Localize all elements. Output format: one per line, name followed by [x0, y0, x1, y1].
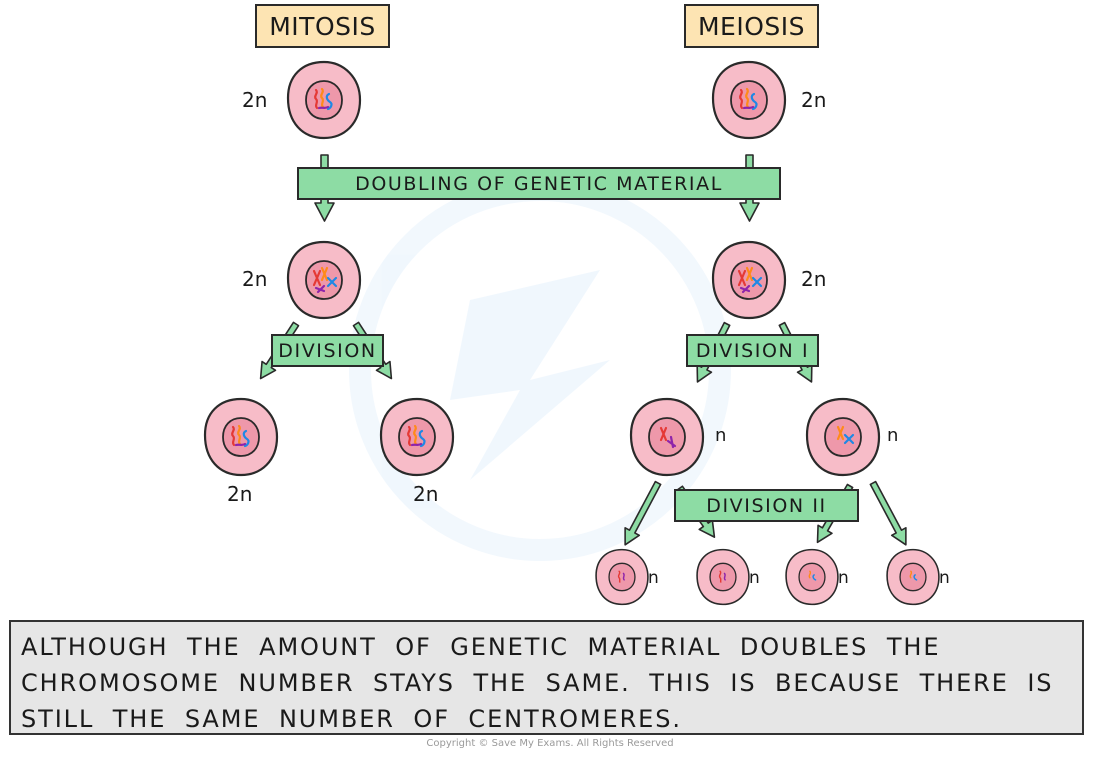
- arrow-down-left-icon: [624, 480, 662, 546]
- ploidy-label: 2n: [227, 482, 252, 506]
- step-mitosis-division: DIVISION: [271, 334, 384, 367]
- cell-meiosis-gamete-1: [595, 548, 649, 606]
- cell-mitosis-daughter-1: [203, 397, 279, 477]
- step-meiosis-division-1: DIVISION I: [686, 334, 819, 367]
- cell-meiosis-gamete-2: [696, 548, 750, 606]
- arrow-down-right-icon: [869, 480, 907, 546]
- ploidy-label: n: [749, 568, 760, 588]
- ploidy-label: n: [648, 568, 659, 588]
- ploidy-label: 2n: [801, 267, 826, 291]
- ploidy-label: 2n: [242, 88, 267, 112]
- ploidy-label: 2n: [242, 267, 267, 291]
- cell-meiosis-gamete-4: [886, 548, 940, 606]
- ploidy-label: n: [887, 425, 898, 446]
- cell-meiosis-doubled: [711, 240, 787, 320]
- ploidy-label: 2n: [801, 88, 826, 112]
- cell-mitosis-doubled: [286, 240, 362, 320]
- title-meiosis: MEIOSIS: [684, 4, 819, 48]
- explanation-note: ALTHOUGH THE AMOUNT OF GENETIC MATERIAL …: [9, 620, 1084, 735]
- ploidy-label: 2n: [413, 482, 438, 506]
- cell-meiosis-start: [711, 60, 787, 140]
- ploidy-label: n: [939, 568, 950, 588]
- title-mitosis: MITOSIS: [255, 4, 390, 48]
- step-doubling-genetic-material: DOUBLING OF GENETIC MATERIAL: [297, 167, 781, 200]
- ploidy-label: n: [838, 568, 849, 588]
- cell-meiosis-gamete-3: [785, 548, 839, 606]
- ploidy-label: n: [715, 425, 726, 446]
- step-meiosis-division-2: DIVISION II: [674, 489, 859, 522]
- copyright-text: Copyright © Save My Exams. All Rights Re…: [426, 738, 674, 749]
- cell-mitosis-start: [286, 60, 362, 140]
- cell-meiosis-division1-1: [629, 397, 705, 477]
- cell-mitosis-daughter-2: [379, 397, 455, 477]
